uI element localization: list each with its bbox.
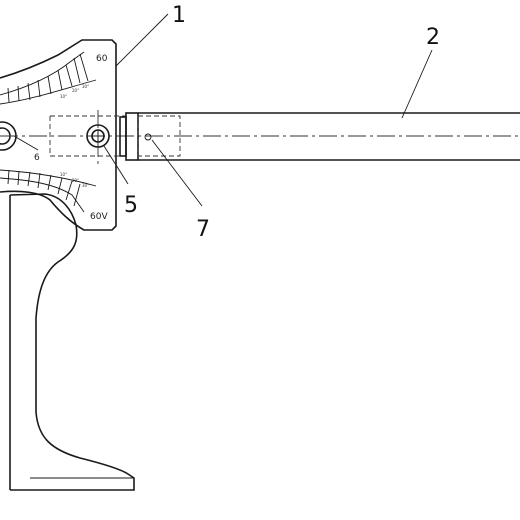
arm-rod-2 — [137, 112, 520, 161]
rod-insert-hidden — [137, 115, 181, 157]
scale-text: 10° — [60, 172, 67, 177]
scale-text: 30° — [82, 183, 89, 188]
screw-outer — [86, 124, 110, 148]
upper-angle-label: 60 — [96, 54, 108, 64]
lower-angle-label: 60V — [90, 212, 108, 222]
callout-1: 1 — [172, 3, 186, 28]
callout-7: 7 — [196, 217, 210, 242]
gauge-plate: 10° 20° 30° 10° 20° 30° 60 60V 6 — [0, 39, 117, 231]
leader-1 — [115, 13, 169, 67]
rail-outline — [9, 193, 135, 491]
collar-flange — [119, 116, 127, 157]
gauge-plate-outline — [0, 39, 117, 231]
leader-7 — [151, 139, 203, 207]
upper-scale-arc-inner — [0, 79, 97, 105]
upper-ticks — [7, 53, 89, 103]
hole-7 — [144, 133, 152, 141]
lower-ticks — [7, 169, 81, 207]
callout-2: 2 — [426, 25, 440, 50]
screw-5 — [86, 124, 110, 148]
leader-5 — [103, 145, 129, 185]
rail-profile — [9, 193, 135, 491]
pivot-leader — [13, 135, 39, 151]
callout-5: 5 — [124, 193, 138, 218]
leader-2 — [401, 49, 433, 119]
scale-text: 30° — [82, 84, 89, 89]
collar — [119, 112, 139, 161]
scale-text: 10° — [60, 94, 67, 99]
scale-text: 20° — [72, 88, 79, 93]
lower-scale-arc — [0, 177, 85, 213]
callouts: 1 2 5 7 — [103, 3, 440, 242]
center-mark-label: 6 — [34, 153, 40, 163]
scale-text: 20° — [72, 178, 79, 183]
collar-body — [125, 112, 139, 161]
